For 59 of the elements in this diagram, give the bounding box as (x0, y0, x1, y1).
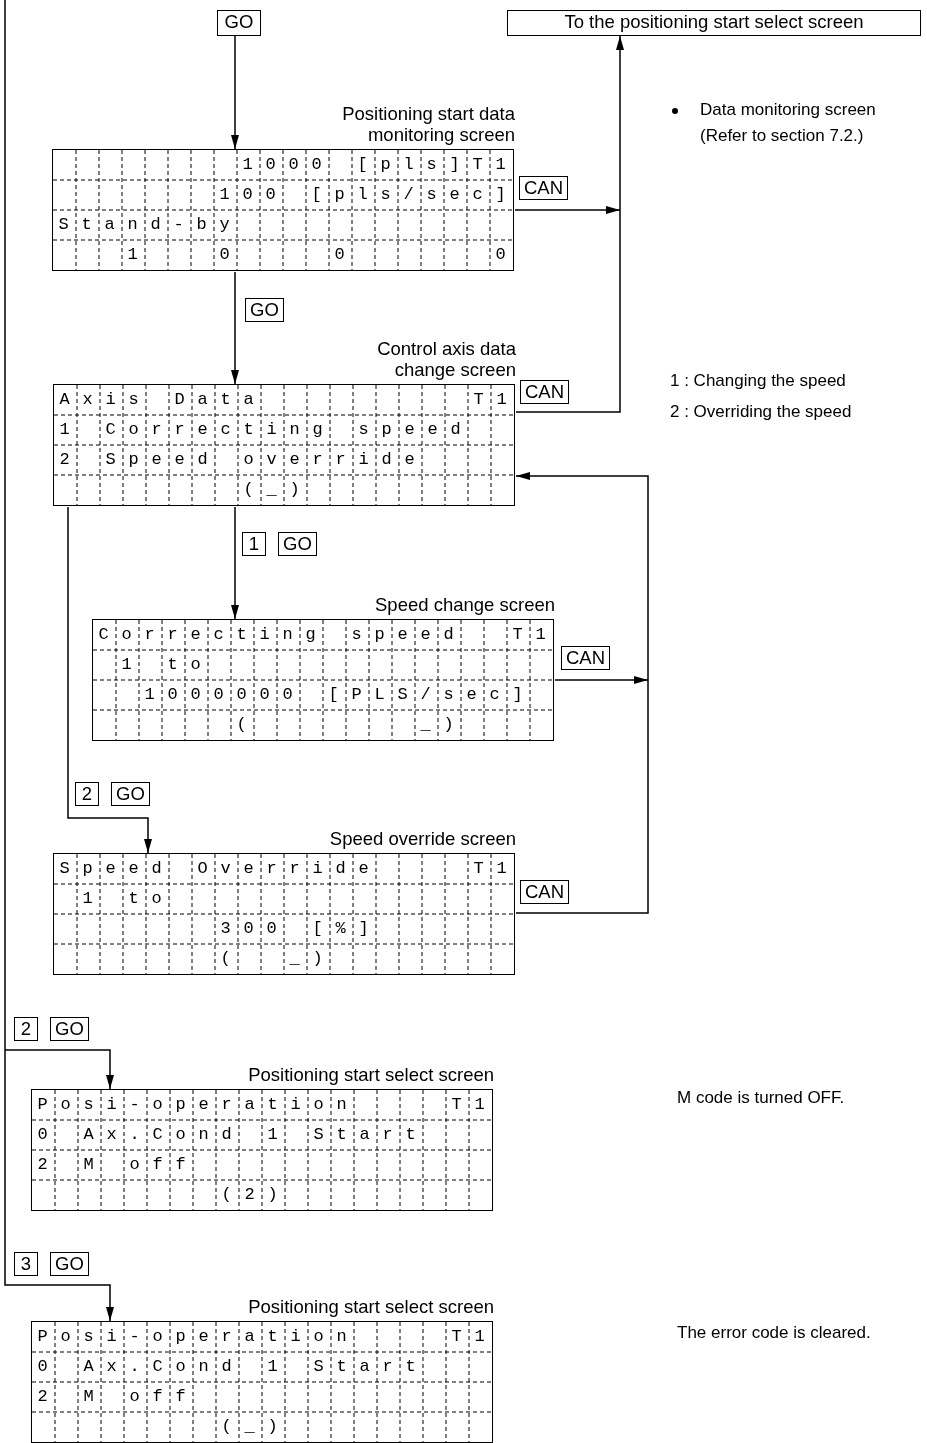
lcd-row-text: (2) (220, 1184, 292, 1206)
lcd-row-text: 300 [%] (219, 918, 383, 940)
connector-line (515, 209, 621, 413)
lcd-row-text: 1 to (81, 888, 176, 910)
lcd-row-text: 1 Correcting speed (58, 419, 475, 441)
lcd-row-text: (_) (242, 479, 314, 501)
lcd-row-text: Speed Override T1 (58, 858, 514, 880)
lcd-row-text: 1000 [pls]T1 (241, 154, 513, 176)
screen-title: Control axis data change screen (376, 337, 516, 380)
lcd-row-text: (_) (220, 1416, 292, 1438)
lcd-row-text: Stand-by (57, 214, 244, 236)
screen-title: Positioning start select screen (248, 1063, 494, 1085)
arrow (4, 1049, 114, 1322)
screen-title: Positioning start select screen (248, 1295, 494, 1317)
note-text: Data monitoring screen (Refer to section 7.2.) (655, 97, 927, 149)
lcd-row-text: Posi-operation T1 (36, 1326, 492, 1348)
note-text: M code is turned OFF. (677, 1087, 846, 1109)
arrow (514, 206, 621, 214)
arrow (231, 35, 239, 150)
arrow (4, 1049, 114, 1090)
arrow (67, 506, 152, 854)
arrow (616, 35, 624, 211)
key-box: GO (217, 10, 261, 36)
lcd-row-text: 2 M off (36, 1154, 200, 1176)
screen-title: Positioning start data monitoring screen (341, 102, 515, 145)
lcd-row-text: 100 [pls/sec] (218, 184, 513, 206)
lcd-row-text: 0 Ax.Cond 1 Start (36, 1356, 430, 1378)
arrow (231, 271, 239, 385)
key-label: 2 GO (75, 782, 150, 806)
arrow (515, 472, 649, 681)
lcd-row-text: Posi-operation T1 (36, 1094, 492, 1116)
lcd-row-text: 2 M off (36, 1386, 200, 1408)
note-text: 2 : Overriding the speed (670, 401, 853, 423)
key-label: GO (245, 298, 284, 322)
key-label: 2 GO (14, 1017, 89, 1041)
lcd-row-text: ( _) (235, 714, 468, 736)
key-label: CAN (520, 880, 570, 904)
lcd-row-text: 1 to (120, 654, 215, 676)
arrow (231, 506, 239, 620)
lcd-row-text: Correcting speed T1 (97, 624, 553, 646)
key-label: CAN (561, 646, 611, 670)
lcd-row-text: Axis Data T1 (58, 389, 514, 411)
arrow (554, 676, 649, 684)
lcd-row-text: ( _) (219, 948, 337, 970)
key-label: CAN (519, 176, 569, 200)
destination-box: To the positioning start select screen (507, 10, 921, 36)
key-label: CAN (520, 380, 570, 404)
screen-title: Speed change screen (375, 593, 555, 615)
lcd-row-text: 1 0 0 0 (126, 244, 513, 266)
connector-line (4, 0, 6, 1051)
lcd-row-text: 1000000 [PLS/sec] (143, 684, 537, 706)
connector-line (515, 679, 649, 914)
key-label: 3 GO (14, 1252, 89, 1276)
lcd-row-text: 2 Speed override (58, 449, 429, 471)
key-label: 1 GO (242, 532, 317, 556)
lcd-row-text: 0 Ax.Cond 1 Start (36, 1124, 430, 1146)
note-text: The error code is cleared. (677, 1322, 872, 1344)
screen-title: Speed override screen (329, 827, 516, 849)
note-text: 1 : Changing the speed (670, 370, 847, 392)
